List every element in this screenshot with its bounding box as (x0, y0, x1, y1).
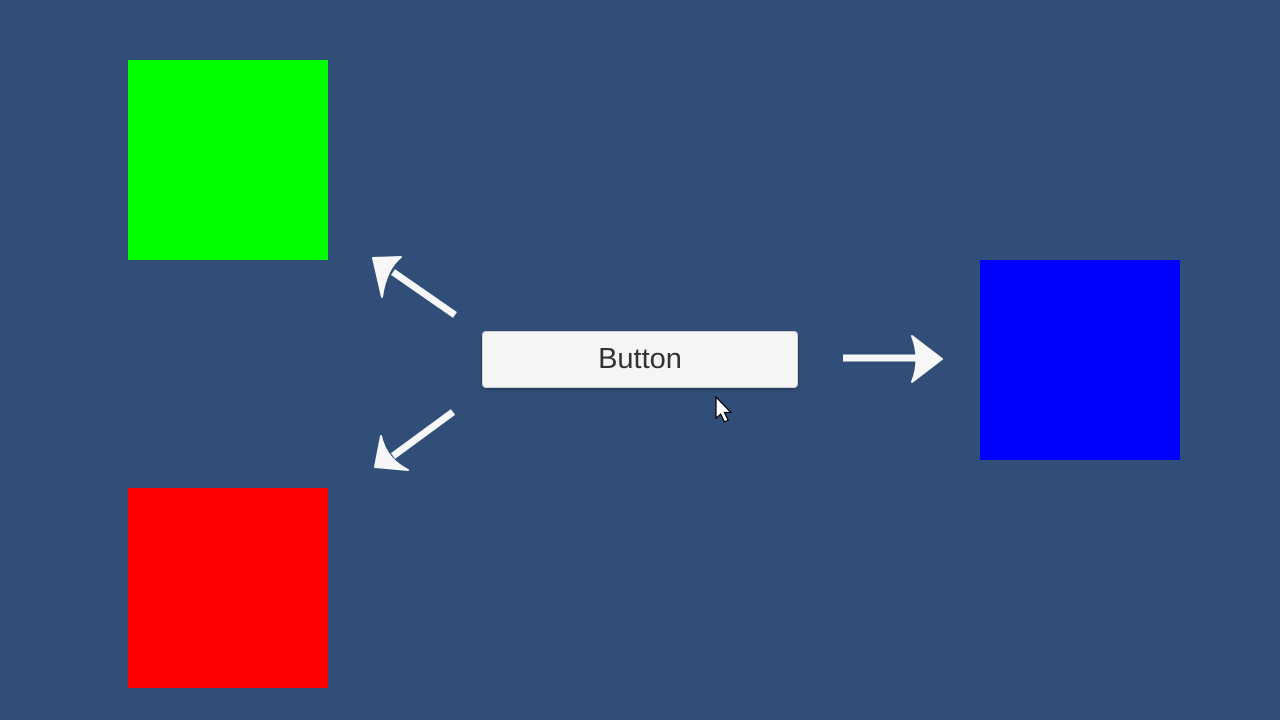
arrow-up-left-icon (372, 256, 457, 318)
blue-square (980, 260, 1180, 460)
mouse-cursor-icon (715, 395, 733, 423)
arrow-down-left-icon (374, 409, 456, 471)
red-square (128, 488, 328, 688)
arrow-right-icon (843, 335, 943, 383)
main-button[interactable]: Button (482, 331, 798, 388)
green-square (128, 60, 328, 260)
